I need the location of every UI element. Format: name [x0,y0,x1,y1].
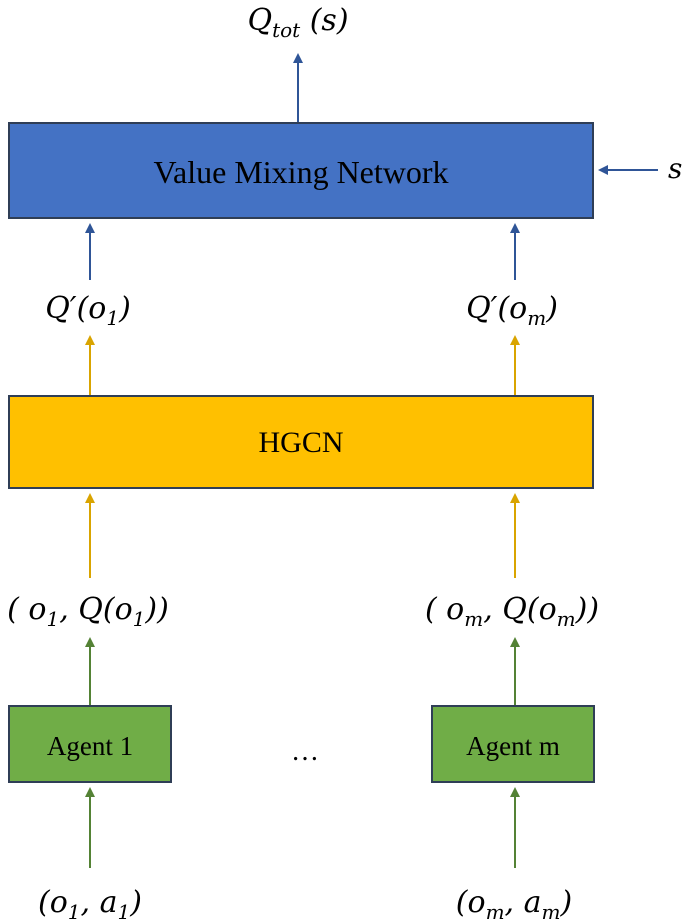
ellipsis: … [291,736,319,767]
agent-1-box [8,705,172,783]
input-om-am-label: (om, am) [456,885,572,924]
pair-o1-q-label: ( o1, Q(o1)) [7,592,169,631]
input-o1-a1-label: (o1, a1) [38,885,142,924]
agent-1-label: Agent 1 [47,731,133,761]
hgcn-box [8,395,594,489]
agent-m-label: Agent m [466,731,560,761]
q-prime-om-label: Q′(om) [466,291,558,330]
q-tot-label: Qtot (s) [247,3,348,42]
q-prime-o1-label: Q′(o1) [45,291,131,330]
state-s-label: s [668,152,682,185]
agent-m-box [431,705,595,783]
value-mixing-network-label: Value Mixing Network [153,154,448,190]
pair-om-q-label: ( om, Q(om)) [425,592,599,631]
value-mixing-network-box [8,122,594,219]
hgcn-label: HGCN [258,426,343,459]
